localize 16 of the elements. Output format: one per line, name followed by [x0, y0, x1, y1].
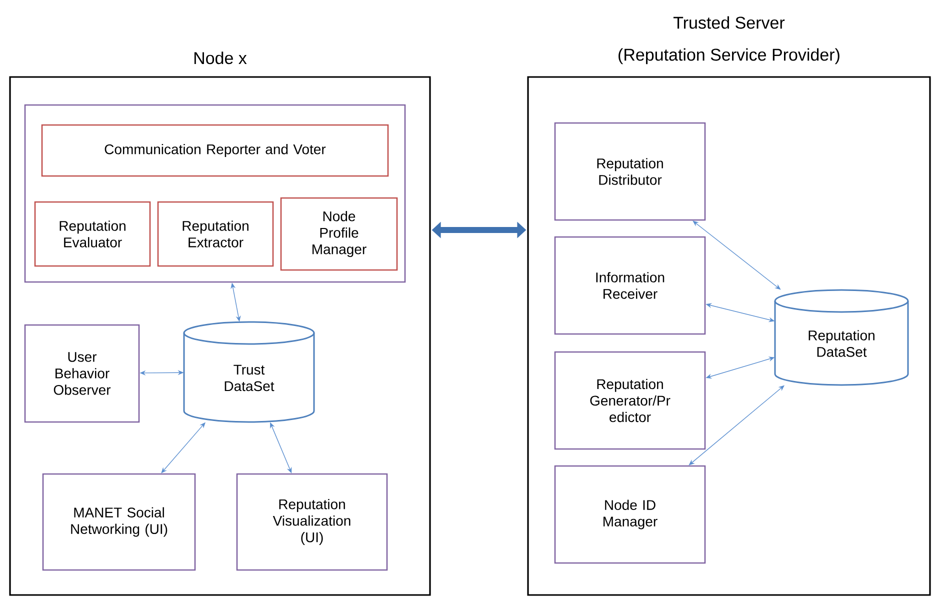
database-cylinder: Reputation DataSet	[774, 289, 909, 386]
module-box: Reputation Evaluator	[34, 201, 151, 267]
node-label: Trusted Server	[673, 16, 785, 29]
module-box: User Behavior Observer	[24, 324, 140, 423]
database-cylinder: Trust DataSet	[183, 321, 315, 423]
module-box: Reputation Visualization (UI)	[236, 473, 388, 571]
node-label: Node x	[194, 52, 247, 64]
node-label: (Reputation Service Provider)	[618, 48, 840, 64]
module-box: Node Profile Manager	[280, 197, 398, 271]
module-box: Reputation Generator/Pr edictor	[554, 351, 706, 450]
module-box: Reputation Extractor	[157, 201, 274, 267]
module-box: Node ID Manager	[554, 465, 706, 564]
module-box: MANET Social Networking (UI)	[42, 473, 196, 571]
module-box: Communication Reporter and Voter	[41, 124, 389, 177]
module-box: Reputation Distributor	[554, 122, 706, 221]
module-box: Information Receiver	[554, 236, 706, 335]
